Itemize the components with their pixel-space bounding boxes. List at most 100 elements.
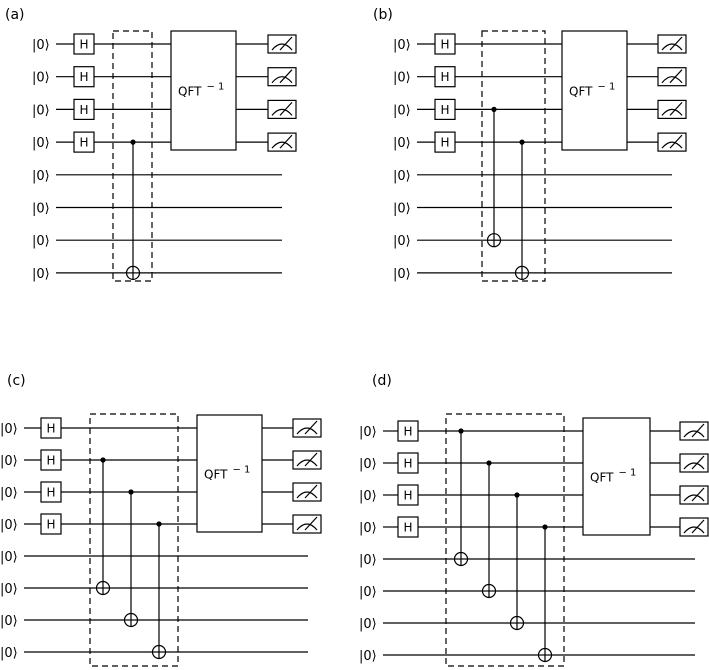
ket-label-q4: |0⟩ (32, 169, 50, 184)
ket-label-q6: |0⟩ (32, 234, 50, 249)
meter-needle (304, 516, 318, 531)
h-gate-label: H (46, 454, 55, 468)
ket-label-q1: |0⟩ (32, 71, 50, 86)
ket-label-q5: |0⟩ (359, 585, 377, 600)
h-gate-label: H (79, 136, 88, 150)
control-dot (486, 460, 492, 466)
qft-inverse-box (582, 417, 651, 536)
qft-label-text: QFT (590, 471, 614, 485)
h-gate-label: H (403, 425, 412, 439)
oracle-dashed-box (481, 30, 546, 282)
ket-label-q1: |0⟩ (393, 71, 411, 86)
qft-label-exponent: − 1 (232, 465, 250, 476)
panel-label: (c) (7, 373, 26, 389)
meter-arc (271, 43, 293, 51)
ket-label-q3: |0⟩ (359, 521, 377, 536)
qft-label-exponent: − 1 (206, 82, 224, 93)
ket-label-q5: |0⟩ (0, 582, 18, 597)
h-gate-label: H (46, 518, 55, 532)
h-gate-q3 (40, 513, 62, 535)
meter-arc (661, 108, 683, 116)
h-gate-q3 (73, 131, 95, 153)
meter-needle (304, 484, 318, 499)
control-dot (156, 521, 162, 527)
qft-label: QFT− 1 (590, 468, 636, 485)
meter-needle (279, 101, 293, 116)
meter-needle (691, 455, 705, 470)
ket-label-q0: |0⟩ (359, 425, 377, 440)
meter-arc (683, 430, 705, 438)
meter-arc (683, 526, 705, 534)
ket-label-q7: |0⟩ (0, 646, 18, 661)
meter-arc (296, 491, 318, 499)
h-gate-label: H (403, 521, 412, 535)
ket-label-q2: |0⟩ (32, 103, 50, 118)
panel-label: (b) (373, 7, 393, 23)
h-gate-label: H (440, 103, 449, 117)
qft-label-text: QFT (204, 468, 228, 482)
control-dot (491, 106, 497, 112)
ket-label-q3: |0⟩ (0, 518, 18, 533)
meter-arc (683, 462, 705, 470)
meter-needle (691, 519, 705, 534)
ket-label-q7: |0⟩ (393, 267, 411, 282)
ket-label-q3: |0⟩ (393, 136, 411, 151)
ket-label-q2: |0⟩ (393, 103, 411, 118)
qft-label-text: QFT (178, 85, 202, 99)
ket-label-q4: |0⟩ (393, 169, 411, 184)
ket-label-q1: |0⟩ (359, 457, 377, 472)
ket-label-q6: |0⟩ (359, 617, 377, 632)
h-gate-q3 (434, 131, 456, 153)
h-gate-q0 (73, 33, 95, 55)
qft-inverse-box (561, 30, 628, 151)
control-dot (100, 457, 106, 463)
h-gate-label: H (403, 489, 412, 503)
h-gate-q1 (40, 449, 62, 471)
h-gate-label: H (46, 486, 55, 500)
h-gate-label: H (79, 38, 88, 52)
h-gate-q2 (73, 98, 95, 121)
ket-label-q3: |0⟩ (32, 136, 50, 151)
ket-label-q0: |0⟩ (393, 38, 411, 53)
meter-arc (661, 76, 683, 84)
h-gate-label: H (79, 70, 88, 84)
meter-arc (683, 494, 705, 502)
h-gate-q1 (73, 66, 95, 88)
control-dot (130, 139, 136, 145)
meter-needle (304, 452, 318, 467)
meter-needle (691, 487, 705, 502)
h-gate-label: H (440, 70, 449, 84)
meter-needle (669, 101, 683, 116)
ket-label-q5: |0⟩ (32, 202, 50, 217)
control-dot (514, 492, 520, 498)
h-gate-label: H (403, 457, 412, 471)
meter-arc (296, 523, 318, 531)
control-dot (128, 489, 134, 495)
meter-needle (304, 420, 318, 435)
meter-arc (271, 76, 293, 84)
h-gate-q3 (397, 516, 419, 538)
qft-inverse-box (196, 414, 263, 533)
control-dot (519, 139, 525, 145)
meter-arc (271, 141, 293, 149)
ket-label-q6: |0⟩ (0, 614, 18, 629)
meter-arc (271, 108, 293, 116)
meter-arc (661, 43, 683, 51)
qft-inverse-box (170, 30, 237, 151)
qft-label: QFT − 1 (204, 465, 250, 482)
ket-label-q0: |0⟩ (0, 422, 18, 437)
ket-label-q4: |0⟩ (359, 553, 377, 568)
h-gate-label: H (440, 38, 449, 52)
ket-label-q1: |0⟩ (0, 454, 18, 469)
qft-label: QFT− 1 (569, 82, 615, 99)
ket-label-q5: |0⟩ (393, 202, 411, 217)
panel-label: (a) (5, 7, 25, 23)
meter-arc (296, 459, 318, 467)
panel-label: (d) (372, 373, 392, 389)
meter-arc (661, 141, 683, 149)
h-gate-q0 (40, 417, 62, 439)
ket-label-q7: |0⟩ (359, 649, 377, 664)
